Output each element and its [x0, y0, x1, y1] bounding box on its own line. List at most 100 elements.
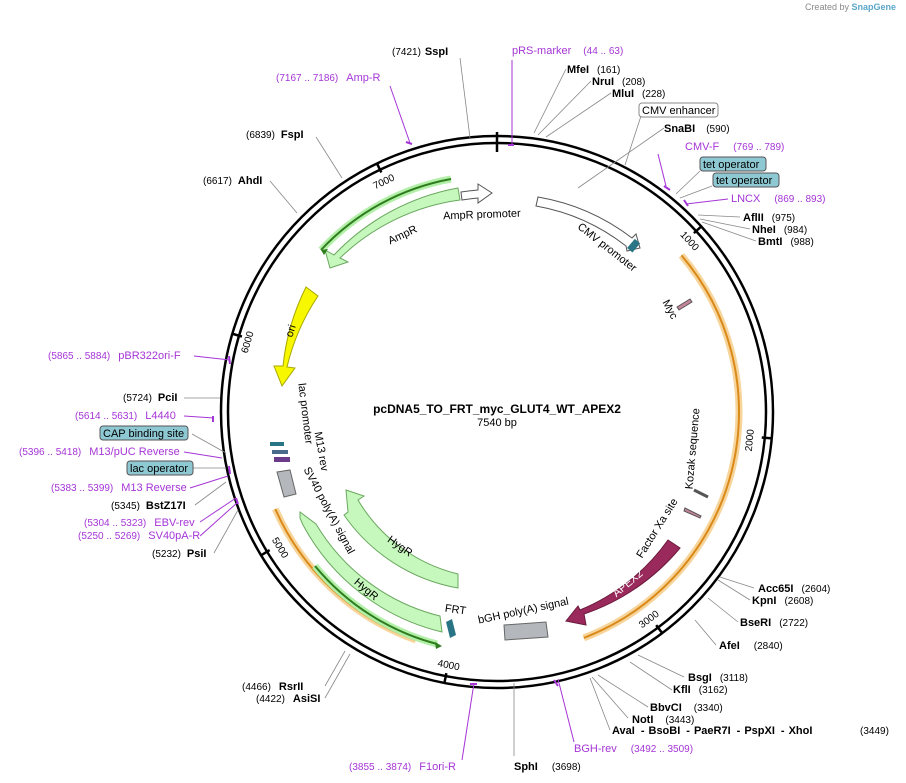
cap-site-label: CAP binding site — [103, 428, 184, 440]
hygr-outer-arrow[interactable] — [299, 511, 443, 633]
m13-mark[interactable] — [272, 450, 288, 454]
cmv-promoter-arrow[interactable] — [535, 196, 641, 252]
primer-mark-lncx — [683, 199, 689, 207]
leader-rsrii — [324, 650, 346, 687]
site-bseri: BseRI(2722) — [740, 617, 808, 629]
leader-kfli — [629, 661, 673, 691]
leader-sspi — [459, 57, 471, 139]
primer-line-ampr — [389, 85, 411, 144]
site-mfei: MfeI(161) — [567, 64, 620, 76]
leader-afl2 — [697, 214, 741, 218]
tet-operator-2-label: tet operator — [716, 175, 773, 187]
site-sphi: SphI(3698) — [514, 761, 581, 773]
tick-mark — [231, 332, 243, 338]
primer-mark-ampr — [405, 141, 413, 145]
sv40-polya-box[interactable] — [276, 469, 297, 498]
tet-operator-mark[interactable] — [627, 238, 641, 253]
primer-line-m13puc — [183, 451, 223, 459]
factor-xa-mark[interactable] — [683, 507, 702, 519]
cap-binding-site-box[interactable]: CAP binding site — [99, 425, 189, 441]
tet-operator-box-1[interactable]: tet operator — [699, 156, 767, 172]
primer-mark-m13 — [228, 465, 231, 475]
hygr-outer-head — [435, 642, 442, 649]
ampr-inner-arrow[interactable] — [324, 187, 461, 269]
tick-mark — [443, 672, 448, 684]
ori-arrow[interactable] — [273, 286, 319, 388]
leader-bsgi — [637, 654, 685, 678]
primer-line-m13rev — [189, 475, 229, 489]
cap-site-mark[interactable] — [270, 442, 284, 446]
lac-operator-mark[interactable] — [274, 457, 290, 462]
tet-operator-box-2[interactable]: tet operator — [712, 172, 780, 188]
primer-mark-ebv — [235, 497, 239, 505]
tick-label: 7000 — [372, 172, 397, 192]
tick-label: 6000 — [240, 330, 257, 355]
site-snabi: SnaBI(590) — [664, 123, 730, 135]
primer-sv40pa-r: (5250 .. 5269)SV40pA-R — [78, 530, 200, 542]
leader-asisi — [324, 653, 351, 699]
tick-mark — [761, 436, 772, 440]
tet-operator-1-label: tet operator — [703, 159, 760, 171]
site-avai: AvaI-BsoBI-PaeR7I-PspXI-XhoI — [612, 725, 812, 737]
site-psii: (5232)PsiI — [152, 548, 206, 560]
frt-mark[interactable] — [446, 619, 456, 638]
ampr-promoter-arrow[interactable] — [460, 183, 493, 204]
site-fspi: (6839)FspI — [246, 129, 304, 141]
primer-pbr322ori-f: (5865 .. 5884)pBR322ori-F — [48, 350, 181, 362]
lac-operator-label: lac operator — [130, 463, 188, 475]
site-kfli: KflI(3162) — [673, 684, 728, 696]
leader-cap — [191, 433, 227, 454]
kozak-label: Kozak sequence — [683, 408, 702, 490]
tick-label: 4000 — [437, 658, 461, 673]
primer-line-l4440 — [183, 415, 215, 419]
cmv-enhancer-label: CMV enhancer — [642, 105, 716, 117]
bgh-polya-label: bGH poly(A) signal — [477, 596, 570, 627]
site-afei: AfeI(2840) — [719, 640, 783, 652]
tick-mark — [375, 162, 383, 174]
primer-cmv-f: CMV-F(769 .. 789) — [685, 141, 784, 153]
orange-arc-main-line — [583, 254, 740, 639]
site-pcii: (5724)PciI — [123, 392, 177, 404]
primer-mark-pbr — [228, 355, 231, 365]
tick-mark — [693, 225, 703, 235]
lac-operator-box[interactable]: lac operator — [126, 460, 194, 476]
primer-line-f1ori — [461, 682, 475, 761]
apex2-arrow[interactable] — [565, 539, 681, 626]
myc-mark[interactable] — [676, 298, 693, 311]
leader-bseri — [707, 597, 739, 623]
site-avai-pos: (3449) — [860, 726, 889, 737]
primer-l4440: (5614 .. 5631)L4440 — [75, 410, 176, 422]
myc-label: Myc — [660, 298, 680, 322]
hygr-inner-arrow[interactable] — [343, 489, 459, 589]
bgh-polya-box[interactable] — [503, 621, 549, 641]
primer-line-bgh — [557, 678, 575, 743]
leader-psii — [213, 509, 239, 554]
site-rsrii: (4466)RsrII — [242, 681, 303, 693]
cmv-enhancer-box[interactable]: CMV enhancer — [638, 102, 719, 118]
primer-amp-r: (7167 .. 7186)Amp-R — [276, 72, 381, 84]
primer-bgh-rev: BGH-rev(3492 .. 3509) — [574, 743, 693, 755]
primer-marks — [212, 141, 689, 687]
leader-mfei — [533, 68, 567, 134]
leader-tet1 — [675, 170, 701, 195]
kozak-mark[interactable] — [693, 488, 709, 499]
primer-line-lncx — [685, 198, 729, 205]
primer-line-pbr — [193, 355, 231, 361]
site-bbvci: BbvCI(3340) — [650, 702, 723, 714]
site-nhei: NheI(984) — [752, 224, 807, 236]
ampr-promoter-label: AmpR promoter — [443, 208, 521, 223]
cap-site-rect — [99, 425, 189, 441]
leader-lines — [184, 57, 757, 756]
ampr-label: AmpR — [386, 223, 419, 247]
leader-kpni — [717, 579, 751, 601]
primer-m13-reverse: (5383 .. 5399)M13 Reverse — [51, 482, 187, 494]
leader-bbvci — [597, 674, 649, 708]
snapgene-logo: SnapGene — [851, 2, 896, 12]
site-acc65i: Acc65I(2604) — [758, 583, 830, 595]
plasmid-name: pcDNA5_TO_FRT_myc_GLUT4_WT_APEX2 — [373, 402, 621, 416]
site-bmti: BmtI(988) — [758, 236, 814, 248]
leader-ahdi — [269, 180, 298, 214]
m13-rev-label: M13 rev — [312, 431, 331, 473]
plasmid-length: 7540 bp — [477, 417, 517, 429]
